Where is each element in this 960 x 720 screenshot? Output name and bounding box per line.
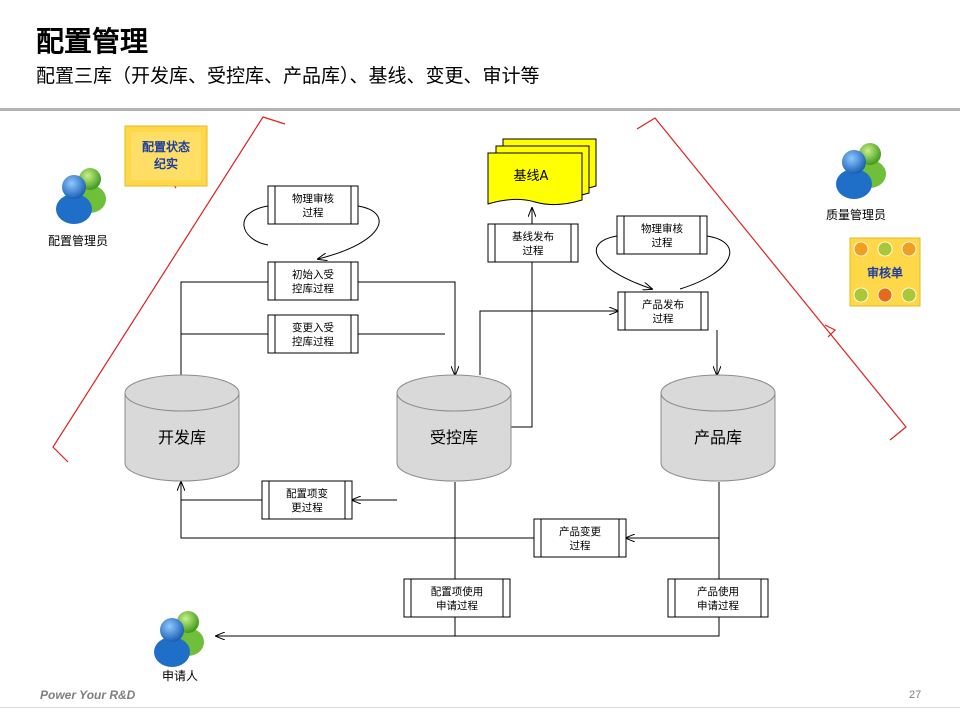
svg-text:产品变更: 产品变更	[559, 525, 601, 538]
baseline-document-stack: 基线A	[487, 138, 597, 206]
process-box-phys-audit-1: 物理审核 过程	[267, 185, 359, 225]
controlled-library-label: 受控库	[430, 428, 478, 447]
svg-text:过程: 过程	[303, 206, 324, 219]
page-number: 27	[909, 689, 922, 701]
page-title: 配置管理	[36, 25, 149, 58]
config-status-text-1: 配置状态	[142, 139, 190, 154]
audit-form-badge: 审核单	[849, 237, 921, 307]
svg-text:过程: 过程	[570, 539, 591, 552]
header-divider	[0, 108, 960, 111]
requester-avatar-icon	[154, 611, 204, 667]
config-status-text-2: 纪实	[154, 156, 178, 171]
process-box-baseline-release: 基线发布 过程	[487, 223, 579, 263]
quality-manager-label: 质量管理员	[826, 207, 886, 222]
svg-text:配置项变: 配置项变	[286, 487, 328, 500]
svg-text:基线发布: 基线发布	[512, 230, 554, 243]
process-box-product-change: 产品变更 过程	[533, 518, 627, 558]
audit-form-text: 审核单	[867, 265, 903, 280]
process-box-change-entry: 变更入受 控库过程	[267, 314, 359, 354]
baseline-label: 基线A	[514, 169, 549, 184]
dev-library-label: 开发库	[158, 428, 206, 447]
svg-text:过程: 过程	[652, 236, 673, 249]
product-library-label: 产品库	[694, 428, 742, 447]
process-box-config-item-use: 配置项使用 申请过程	[403, 578, 511, 618]
requester-label: 申请人	[162, 669, 198, 683]
svg-text:产品使用: 产品使用	[697, 585, 739, 598]
svg-text:控库过程: 控库过程	[292, 282, 334, 295]
config-status-badge: 配置状态 纪实	[124, 125, 208, 187]
footer-divider	[0, 707, 960, 708]
process-box-product-release: 产品发布 过程	[617, 291, 709, 331]
svg-text:物理审核: 物理审核	[292, 192, 334, 205]
svg-text:过程: 过程	[653, 312, 674, 325]
product-library-cylinder: 产品库	[660, 374, 776, 482]
right-bracket	[636, 117, 907, 441]
process-box-phys-audit-2: 物理审核 过程	[616, 215, 708, 255]
footer-brand: Power Your R&D	[40, 688, 136, 702]
controlled-library-cylinder: 受控库	[396, 374, 512, 482]
svg-text:申请过程: 申请过程	[697, 599, 739, 612]
config-manager-avatar-icon	[56, 168, 106, 224]
svg-text:产品发布: 产品发布	[642, 298, 684, 311]
page-subtitle: 配置三库（开发库、受控库、产品库）、基线、变更、审计等	[36, 65, 540, 87]
svg-text:申请过程: 申请过程	[436, 599, 478, 612]
svg-text:过程: 过程	[523, 244, 544, 257]
process-box-config-item-change: 配置项变 更过程	[261, 480, 353, 520]
svg-text:配置项使用: 配置项使用	[431, 585, 484, 598]
svg-text:物理审核: 物理审核	[641, 222, 683, 235]
dev-library-cylinder: 开发库	[124, 374, 240, 482]
quality-manager-avatar-icon	[836, 143, 886, 199]
config-manager-label: 配置管理员	[48, 233, 108, 248]
svg-text:变更入受: 变更入受	[292, 321, 334, 334]
svg-text:更过程: 更过程	[291, 501, 323, 514]
process-box-product-use: 产品使用 申请过程	[667, 578, 769, 618]
svg-text:初始入受: 初始入受	[292, 268, 334, 281]
svg-text:控库过程: 控库过程	[292, 335, 334, 348]
connector-lines	[181, 205, 731, 636]
process-box-initial-entry: 初始入受 控库过程	[267, 261, 359, 301]
